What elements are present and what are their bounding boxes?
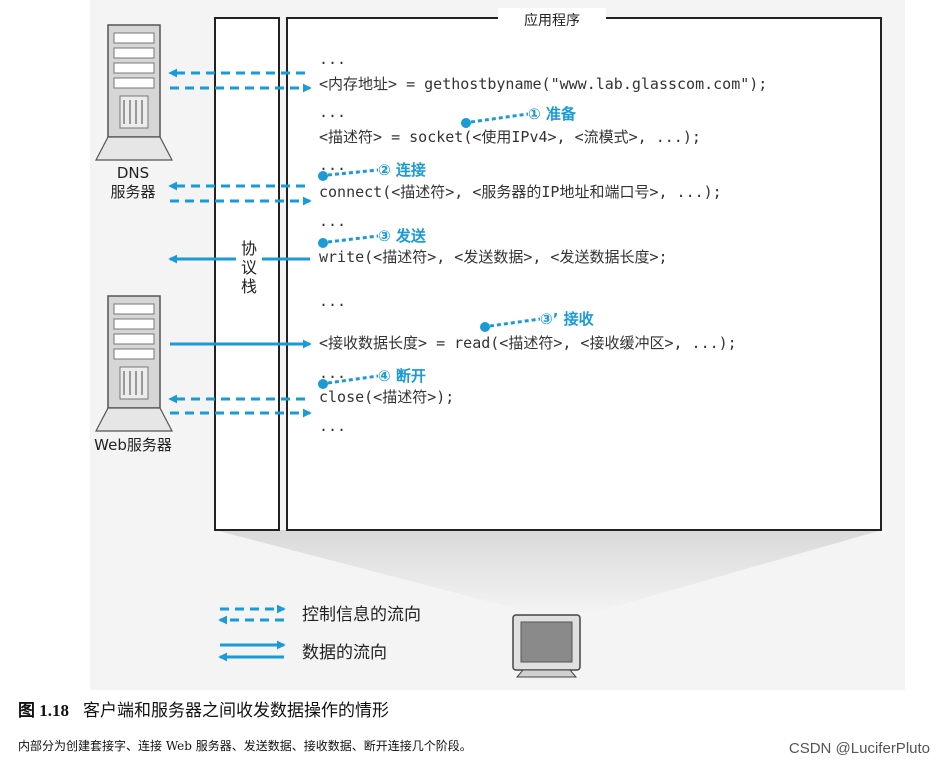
code-line-11: ... <box>319 364 346 382</box>
app-box-title: 应用程序 <box>524 12 580 29</box>
step-connect-label: ② 连接 <box>378 161 426 179</box>
figure-caption: 图 1.18 客户端和服务器之间收发数据操作的情形 <box>18 696 389 721</box>
figure-title: 客户端和服务器之间收发数据操作的情形 <box>83 701 389 721</box>
dns-server-label-line2: 服务器 <box>110 183 155 201</box>
dns-server-icon <box>95 24 173 161</box>
legend-data-label: 数据的流向 <box>302 643 387 663</box>
code-line-2: <内存地址> = gethostbyname("www.lab.glasscom… <box>319 75 767 93</box>
step-disconnect: ④ 断开 <box>318 367 426 389</box>
figure-number: 图 1.18 <box>18 701 69 720</box>
application-box: 应用程序 <box>214 8 882 531</box>
protocol-stack-char-2: 议 <box>241 258 257 277</box>
code-line-7: ... <box>319 212 346 230</box>
projection-cone <box>215 530 882 615</box>
code-line-13: ... <box>319 417 346 435</box>
step-prepare: ① 准备 <box>461 105 577 128</box>
code-line-5: ... <box>319 156 346 174</box>
client-pc-icon <box>512 614 581 678</box>
step-receive: ③’ 接收 <box>480 310 594 332</box>
code-line-12: close(<描述符>); <box>319 388 454 406</box>
dns-server-label-line1: DNS <box>117 164 149 182</box>
code-line-6: connect(<描述符>, <服务器的IP地址和端口号>, ...); <box>319 183 722 201</box>
protocol-stack-char-1: 协 <box>241 239 257 258</box>
step-prepare-label: ① 准备 <box>528 105 577 123</box>
step-receive-label: ③’ 接收 <box>540 310 594 328</box>
code-block: ... <内存地址> = gethostbyname("www.lab.glas… <box>319 50 767 435</box>
code-line-4: <描述符> = socket(<使用IPv4>, <流模式>, ...); <box>319 128 701 146</box>
step-send: ③ 发送 <box>318 227 427 248</box>
step-disconnect-label: ④ 断开 <box>378 367 426 385</box>
code-line-3: ... <box>319 103 346 121</box>
watermark: CSDN @LuciferPluto <box>788 740 930 757</box>
step-connect: ② 连接 <box>318 161 426 181</box>
code-line-9: ... <box>319 292 346 310</box>
figure-subcaption: 内部分为创建套接字、连接 Web 服务器、发送数据、接收数据、断开连接几个阶段。 <box>18 739 472 753</box>
code-line-8: write(<描述符>, <发送数据>, <发送数据长度>; <box>319 248 668 266</box>
web-server-label: Web服务器 <box>94 436 172 454</box>
legend-control-label: 控制信息的流向 <box>302 605 421 625</box>
code-line-1: ... <box>319 50 346 68</box>
web-server-icon <box>95 295 173 432</box>
code-line-10: <接收数据长度> = read(<描述符>, <接收缓冲区>, ...); <box>319 334 737 352</box>
protocol-stack-label: 协 议 栈 <box>238 236 260 296</box>
step-send-label: ③ 发送 <box>378 227 427 245</box>
legend: 控制信息的流向 数据的流向 <box>218 604 421 663</box>
protocol-stack-char-3: 栈 <box>241 277 257 296</box>
